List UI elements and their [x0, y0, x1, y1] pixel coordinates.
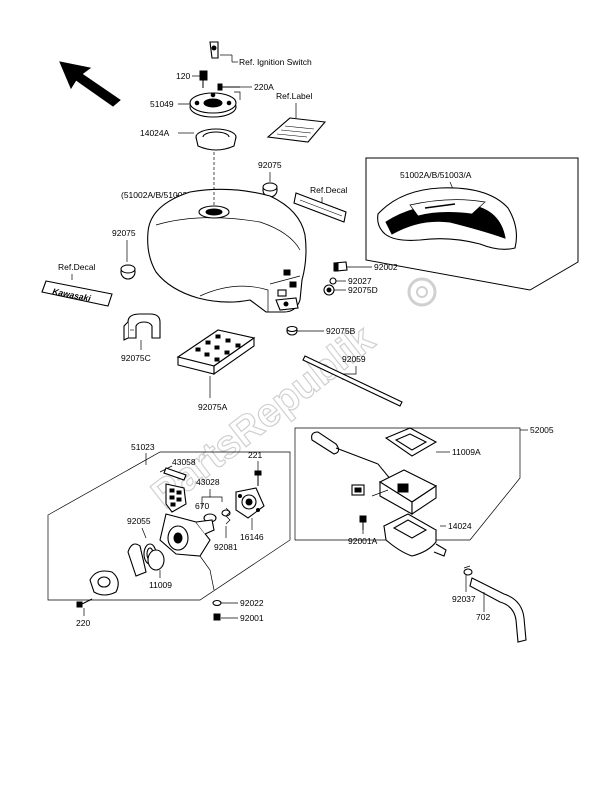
ref-decal-right-label: Ref.Decal	[310, 185, 347, 195]
part-702-label: 702	[476, 612, 490, 622]
part-120-label: 120	[176, 71, 190, 81]
part-43058-label: 43058	[172, 457, 196, 467]
lever-11009	[127, 543, 165, 577]
part-221-label: 221	[248, 450, 262, 460]
part-92075a-label: 92075A	[198, 402, 228, 412]
part-92027-label: 92027	[348, 276, 372, 286]
cup-14024	[382, 513, 447, 557]
part-92002-label: 92002	[374, 262, 398, 272]
kawasaki-decal: Kawasaki	[41, 280, 113, 307]
bolt-120	[199, 70, 208, 88]
part-43028-label: 43028	[196, 477, 220, 487]
gasket-14024a	[195, 128, 237, 151]
filler-cap-51049	[189, 92, 237, 118]
level-sensor-unit	[371, 469, 438, 516]
bolt-92002	[333, 261, 348, 272]
spring-92081	[225, 507, 231, 525]
ref-label-label: Ref.Label	[276, 91, 312, 101]
gasket-43058	[163, 467, 187, 481]
screw-220a	[217, 83, 240, 91]
part-11009-label: 11009	[149, 580, 172, 590]
part-92001a-label: 92001A	[348, 536, 378, 546]
tank-inset-label: 51002A/B/51003/A	[400, 170, 472, 180]
tank-inset-box	[365, 157, 579, 291]
connector	[351, 484, 365, 496]
hose-92059	[302, 355, 403, 407]
part-92059-label: 92059	[342, 354, 366, 364]
diaphragm-cover-16146	[235, 487, 265, 519]
rubber-92075c	[123, 313, 161, 341]
screw-220	[76, 598, 93, 608]
ref-ignition-switch-label: Ref. Ignition Switch	[239, 57, 312, 67]
part-220-label: 220	[76, 618, 90, 628]
decal-strip-right	[293, 192, 347, 223]
part-92075-label: 92075	[258, 160, 282, 170]
filter-strainer	[165, 483, 187, 513]
fuel-cock-body	[159, 513, 215, 591]
gear-watermark-icon	[407, 277, 437, 307]
part-92075c-label: 92075C	[121, 353, 151, 363]
part-92081-label: 92081	[214, 542, 238, 552]
part-92037-label: 92037	[452, 594, 476, 604]
label-sticker	[266, 117, 327, 143]
part-51049-label: 51049	[150, 99, 174, 109]
front-direction-arrow-icon	[59, 61, 121, 107]
gasket-11009a	[384, 427, 438, 457]
ignition-key-cap	[209, 41, 219, 59]
part-92075d-label: 92075D	[348, 285, 378, 295]
sensor-box	[294, 427, 521, 541]
part-92055-label: 92055	[127, 516, 151, 526]
damper-92075b	[286, 325, 298, 336]
part-52005-label: 52005	[530, 425, 554, 435]
fuel-cock-box	[47, 451, 291, 601]
washer-92022	[212, 599, 222, 607]
pad-92075a	[176, 329, 256, 376]
part-92075-left-label: 92075	[112, 228, 136, 238]
washer-92027	[329, 277, 337, 285]
part-14024-label: 14024	[448, 521, 472, 531]
damper-92075d	[323, 284, 335, 296]
ref-decal-left-label: Ref.Decal	[58, 262, 95, 272]
float-arm	[311, 431, 397, 487]
clamp-92037	[463, 565, 473, 576]
part-670-label: 670	[195, 501, 209, 511]
part-51023-label: 51023	[131, 442, 155, 452]
part-11009a-label: 11009A	[452, 447, 481, 457]
hose-702	[469, 577, 527, 643]
damper-92075-left	[120, 264, 136, 280]
bolt-92001	[213, 613, 221, 621]
damper-92075	[262, 182, 278, 198]
part-92022-label: 92022	[240, 598, 264, 608]
tank-inset-drawing	[377, 187, 517, 250]
part-92075b-label: 92075B	[326, 326, 356, 336]
part-14024a-label: 14024A	[140, 128, 170, 138]
part-220a-label: 220A	[254, 82, 274, 92]
screw-221	[254, 470, 262, 486]
part-92001-label: 92001	[240, 613, 264, 623]
part-16146-label: 16146	[240, 532, 264, 542]
plate-lever	[89, 570, 119, 596]
tank-ref-label: (51002A/B/51003/A)	[121, 190, 198, 200]
fuel-tank-51002	[147, 152, 307, 313]
bolt-92001a	[359, 515, 367, 530]
